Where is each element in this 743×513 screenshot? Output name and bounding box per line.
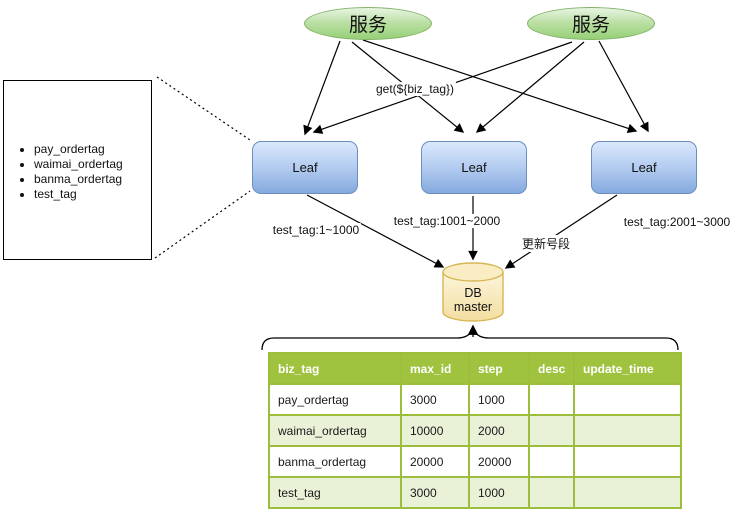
table-row: waimai_ordertag 10000 2000 (268, 414, 682, 447)
table-cell (573, 476, 682, 509)
db-cylinder-body (442, 272, 504, 322)
leaf-node-3: Leaf (591, 141, 697, 194)
table-cell: banma_ordertag (268, 445, 402, 478)
table-cell (573, 445, 682, 478)
arrow-service2-leaf3 (598, 40, 649, 133)
leaf-node-2: Leaf (421, 141, 527, 194)
table-cell (528, 383, 575, 416)
service-node-label: 服务 (348, 15, 387, 36)
tag-list-item: pay_ordertag (34, 143, 151, 155)
dotted-callout-bottom (154, 190, 251, 259)
table-cell: 3000 (400, 476, 470, 509)
table-cell (528, 445, 575, 478)
tag-list-item: test_tag (34, 188, 151, 200)
edge-label-leaf1-range: test_tag:1~1000 (270, 223, 362, 237)
table-header-cell: biz_tag (268, 352, 402, 385)
table-header-cell: max_id (400, 352, 470, 385)
table-row: banma_ordertag 20000 20000 (268, 445, 682, 478)
table-cell: test_tag (268, 476, 402, 509)
service-node-2: 服务 (527, 7, 655, 40)
tag-list: pay_ordertag waimai_ordertag banma_order… (4, 143, 151, 200)
service-node-1: 服务 (304, 7, 432, 40)
table-header-cell: update_time (573, 352, 682, 385)
table-cell: 20000 (400, 445, 470, 478)
leaf-node-label: Leaf (292, 160, 318, 175)
db-cylinder-top (442, 262, 504, 282)
service-node-label: 服务 (571, 15, 610, 36)
leaf-node-1: Leaf (252, 141, 358, 194)
table-cell (573, 383, 682, 416)
edge-label-leaf2-range: test_tag:1001~2000 (391, 214, 503, 228)
leaf-node-label: Leaf (461, 160, 487, 175)
table-cell (573, 414, 682, 447)
arrow-service1-leaf1 (303, 40, 341, 136)
edge-label-leaf3-range: test_tag:2001~3000 (621, 215, 733, 229)
tag-list-item: waimai_ordertag (34, 158, 151, 170)
dotted-callout-top (156, 76, 251, 141)
table-header-cell: desc (528, 352, 575, 385)
table-cell: 20000 (468, 445, 530, 478)
tag-list-item: banma_ordertag (34, 173, 151, 185)
db-cylinder: DB master (442, 262, 504, 322)
table-row: test_tag 3000 1000 (268, 476, 682, 509)
arrow-service2-leaf2 (475, 41, 585, 133)
table-cell (528, 414, 575, 447)
table-cell: 3000 (400, 383, 470, 416)
table-cell: 1000 (468, 476, 530, 509)
table-cell: 10000 (400, 414, 470, 447)
edge-label-update-segment: 更新号段 (519, 235, 573, 252)
arrow-leaf3-db (504, 194, 618, 269)
db-label-line1: DB (464, 286, 481, 300)
table-row: pay_ordertag 3000 1000 (268, 383, 682, 416)
table-cell: pay_ordertag (268, 383, 402, 416)
table-header-row: biz_tag max_id step desc update_time (268, 352, 682, 385)
table-header-cell: step (468, 352, 530, 385)
table-cell (528, 476, 575, 509)
tag-list-box: pay_ordertag waimai_ordertag banma_order… (3, 80, 152, 260)
edge-label-get-call: get(${biz_tag}) (373, 82, 457, 96)
table-bracket (261, 327, 679, 351)
table-cell: 1000 (468, 383, 530, 416)
db-label-line2: master (454, 300, 492, 314)
table-cell: waimai_ordertag (268, 414, 402, 447)
table-cell: 2000 (468, 414, 530, 447)
leaf-node-label: Leaf (631, 160, 657, 175)
biz-tag-table: biz_tag max_id step desc update_time pay… (268, 352, 682, 509)
